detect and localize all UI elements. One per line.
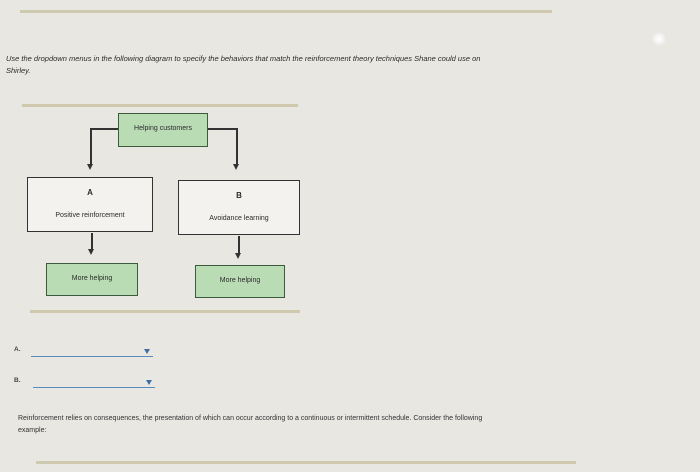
diagram-result-a: More helping — [46, 263, 138, 296]
connector-left-h — [90, 128, 118, 130]
box-b-letter: B — [236, 191, 242, 200]
bottom-divider — [36, 461, 576, 464]
diagram-box-b: B Avoidance learning — [178, 180, 300, 235]
chevron-down-icon — [144, 349, 150, 354]
arrow-a-to-result — [88, 233, 94, 255]
result-b-label: More helping — [219, 277, 261, 284]
top-box-label: Helping customers — [134, 125, 192, 132]
dropdown-b-label: B. — [14, 377, 21, 384]
connector-right-h — [208, 128, 237, 130]
dropdown-a-label: A. — [14, 346, 21, 353]
connector-left-arrow — [87, 128, 93, 170]
footer-text-line1: Reinforcement relies on consequences, th… — [18, 415, 483, 422]
diagram-bottom-divider — [30, 310, 300, 313]
question-text-line1: Use the dropdown menus in the following … — [6, 54, 481, 63]
box-a-letter: A — [87, 188, 93, 197]
footer-text-line2: example: — [18, 427, 47, 434]
diagram-box-a: A Positive reinforcement — [27, 177, 153, 232]
diagram-result-b: More helping — [195, 265, 285, 298]
question-text-line2: Shirley. — [6, 66, 31, 75]
diagram-top-box: Helping customers — [118, 113, 208, 147]
connector-right-arrow — [233, 128, 239, 170]
arrow-b-to-result — [235, 236, 241, 259]
box-a-label: Positive reinforcement — [55, 212, 125, 219]
diagram-top-divider — [22, 104, 298, 107]
box-b-label: Avoidance learning — [209, 215, 269, 222]
dropdown-b[interactable] — [33, 377, 155, 388]
light-glare — [652, 32, 666, 46]
result-a-label: More helping — [71, 275, 113, 282]
chevron-down-icon — [146, 380, 152, 385]
dropdown-a[interactable] — [31, 346, 153, 357]
top-divider — [20, 10, 552, 13]
